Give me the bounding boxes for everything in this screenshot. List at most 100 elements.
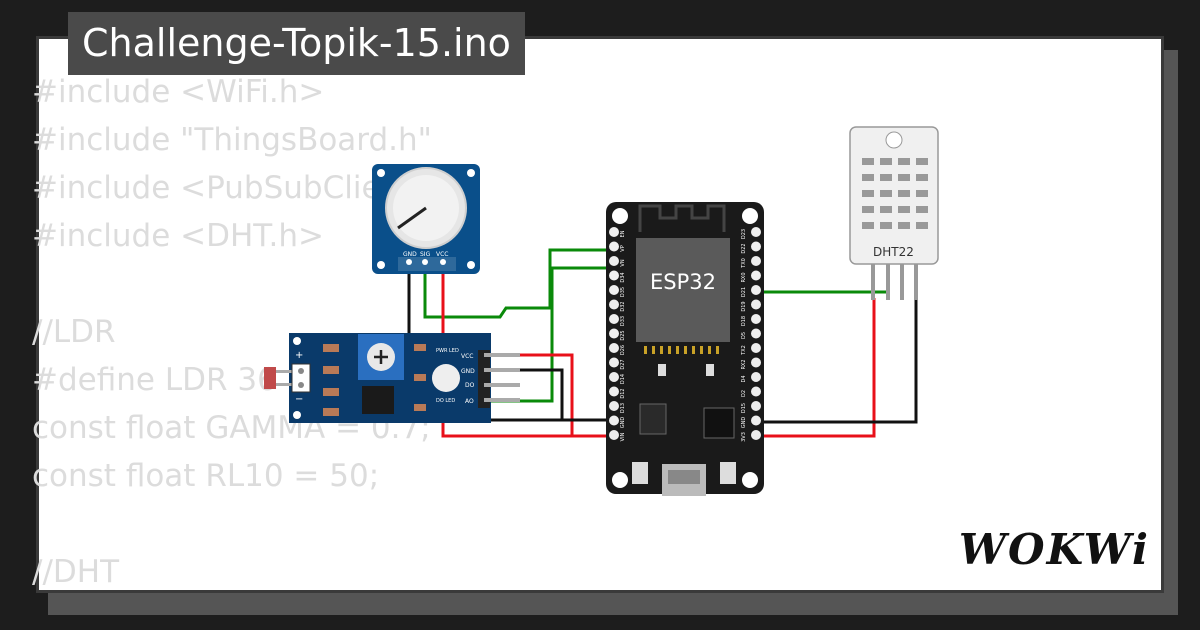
esp32-pin-hole[interactable] (751, 415, 761, 426)
esp32-pin-label: D26 (620, 345, 626, 355)
ldr-pin-ao: AO (465, 398, 474, 405)
esp32-pin-label: D12 (620, 388, 626, 398)
ldr-pin-gnd: GND (461, 368, 475, 375)
esp32-pin-hole[interactable] (751, 357, 761, 368)
esp32-pin-label: D13 (620, 403, 626, 413)
do-led-label: DO LED (436, 398, 455, 404)
dht22-sensor[interactable]: DHT22 (849, 126, 939, 300)
esp32-pin-hole[interactable] (751, 430, 761, 440)
code-line: //LDR (32, 314, 116, 350)
esp32-pin-label: EN (620, 230, 626, 237)
esp32-pin-hole[interactable] (609, 372, 619, 382)
esp32-pin-label: RX0 (741, 272, 747, 282)
code-line: //DHT (32, 554, 120, 590)
esp32-pin-label: D18 (741, 316, 747, 326)
potentiometer[interactable]: GND SIG VCC (372, 164, 480, 274)
esp32-pin-hole[interactable] (609, 285, 619, 295)
esp32-pin-label: D35 (620, 287, 626, 297)
pot-pin-sig: SIG (420, 251, 431, 258)
esp32-pin-hole[interactable] (751, 314, 761, 324)
esp32-pin-label: D4 (741, 375, 747, 382)
pwr-led (432, 364, 460, 392)
esp32-pin-hole[interactable] (609, 314, 619, 324)
code-line: const float GAMMA = 0.7; (32, 410, 431, 446)
esp32-pin-label: VP (620, 245, 626, 251)
preview-card (36, 36, 1164, 593)
dht22-label: DHT22 (873, 245, 914, 259)
esp32-pin-hole[interactable] (609, 401, 619, 411)
en-button[interactable] (720, 462, 736, 484)
esp32-pin-label: VIN (620, 432, 626, 441)
wire-black-dht-gnd (758, 298, 918, 424)
esp32-pin-hole[interactable] (609, 270, 619, 281)
code-line: #include <WiFi.h> (32, 74, 325, 110)
esp32-pin-label: D23 (741, 229, 747, 239)
ldr-plus: + (295, 350, 303, 361)
wire-green-ldr-ao (488, 266, 615, 403)
usb-chip (703, 407, 735, 439)
esp32-pin-hole[interactable] (751, 343, 761, 353)
knob-indicator (397, 206, 427, 230)
esp32-pin-hole[interactable] (609, 299, 619, 310)
esp32-pin-label: D5 (741, 332, 747, 339)
wire-green-dht-data (758, 290, 890, 298)
esp32-pin-hole[interactable] (609, 386, 619, 397)
ldr-pin-vcc: VCC (461, 353, 473, 360)
esp32-label: ESP32 (650, 270, 716, 294)
esp32-pin-label: 3V3 (741, 432, 747, 442)
esp32-pin-label: D14 (620, 374, 626, 384)
comparator-chip (362, 386, 394, 414)
esp32-pin-hole[interactable] (751, 256, 761, 266)
pot-pin-vcc: VCC (436, 251, 448, 258)
esp32-pin-label: RX2 (741, 359, 747, 369)
esp32-pin-hole[interactable] (609, 415, 619, 426)
ldr-module[interactable]: + − PWR LED DO LED VCC GND DO AO (264, 333, 520, 423)
code-line: #define LDR 36 (32, 362, 277, 398)
code-line: const float RL10 = 50; (32, 458, 380, 494)
esp32-pin-hole[interactable] (609, 430, 619, 440)
boot-button[interactable] (632, 462, 648, 484)
esp32-pin-hole[interactable] (609, 256, 619, 266)
esp32-pin-hole[interactable] (751, 401, 761, 411)
esp32-pin-hole[interactable] (609, 357, 619, 368)
esp32-pin-hole[interactable] (751, 386, 761, 397)
esp32-pin-hole[interactable] (751, 299, 761, 310)
esp32-board[interactable]: ESP32 ENVPVND34D35D32D33D25D26D27D14D12D… (606, 202, 764, 496)
esp32-pin-label: VN (620, 259, 626, 266)
esp32-pin-label: D21 (741, 287, 747, 297)
ldr-pin-do: DO (465, 382, 475, 389)
pot-pin-gnd: GND (403, 251, 417, 258)
ldr-minus: − (295, 394, 303, 405)
esp32-pin-label: D22 (741, 243, 747, 253)
esp32-pin-hole[interactable] (609, 241, 619, 252)
esp32-pin-hole[interactable] (751, 328, 761, 339)
esp32-pin-label: D27 (620, 359, 626, 369)
code-line: #include <DHT.h> (32, 218, 325, 254)
esp32-pin-hole[interactable] (609, 227, 619, 237)
wire-green-pot-sig (423, 248, 615, 319)
project-title: Challenge-Topik-15.ino (68, 12, 525, 75)
esp32-pin-label: GND (620, 417, 626, 429)
code-line: #include "ThingsBoard.h" (32, 122, 432, 158)
esp32-pin-hole[interactable] (751, 241, 761, 252)
esp32-pin-hole[interactable] (751, 372, 761, 382)
wire-red-ldr-vcc (488, 353, 574, 436)
esp32-pin-label: D15 (741, 403, 747, 413)
esp32-pin-label: D19 (741, 301, 747, 311)
esp32-pin-hole[interactable] (751, 227, 761, 237)
pwr-led-label: PWR LED (436, 348, 459, 354)
esp32-pin-hole[interactable] (751, 270, 761, 281)
esp32-pin-hole[interactable] (609, 343, 619, 353)
wokwi-logo: WOKWi (958, 525, 1150, 574)
esp32-pin-label: TX2 (741, 345, 747, 356)
esp32-pin-hole[interactable] (751, 285, 761, 295)
esp32-pin-hole[interactable] (609, 328, 619, 339)
esp32-pin-label: D34 (620, 272, 626, 282)
esp32-pin-label: D33 (620, 316, 626, 326)
regulator (639, 403, 667, 435)
esp32-module (636, 238, 730, 342)
esp32-pin-label: D32 (620, 301, 626, 311)
photoresistor (264, 367, 276, 389)
esp32-pin-label: GND (741, 417, 747, 429)
